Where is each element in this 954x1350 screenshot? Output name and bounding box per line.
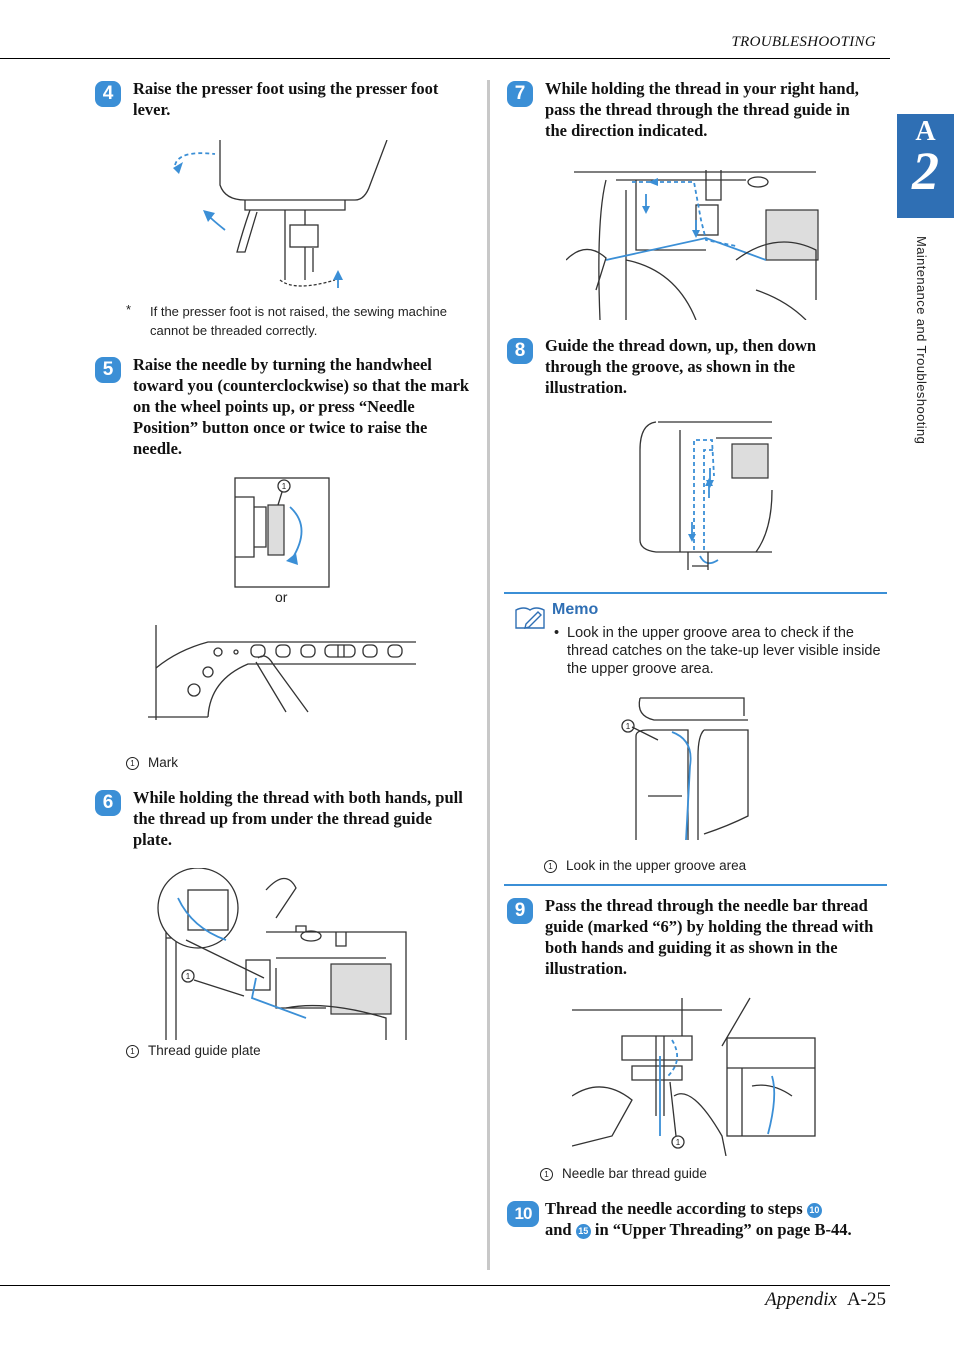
step-text-part: and — [545, 1220, 572, 1239]
column-divider — [487, 80, 490, 1270]
step-text: While holding the thread with both hands… — [133, 788, 463, 849]
presser-foot-illustration — [173, 140, 388, 288]
handwheel-illustration: 1 — [234, 477, 330, 588]
page-number: A-25 — [846, 1289, 886, 1310]
header-rule — [0, 58, 890, 59]
thread-guide-plate-illustration: 1 — [157, 868, 407, 1040]
legend-number: 1 — [540, 1168, 553, 1181]
footer-rule — [0, 1285, 890, 1286]
step-text: Thread the needle according to steps 10 … — [545, 1198, 890, 1240]
step-text: Raise the presser foot using the presser… — [133, 79, 439, 119]
groove-threading-illustration — [639, 421, 773, 570]
memo-title: Memo — [552, 601, 599, 618]
legend-number: 1 — [126, 1045, 139, 1058]
step-text: While holding the thread in your right h… — [545, 79, 859, 140]
page-footer: Appendix A-25 — [765, 1289, 886, 1311]
step-number: 5 — [95, 357, 121, 383]
memo-legend: 1 Look in the upper groove area — [544, 858, 746, 873]
chapter-number: 2 — [912, 141, 939, 201]
step-number: 7 — [507, 81, 533, 107]
step-reference-15[interactable]: 15 — [575, 1224, 591, 1239]
step-text: Guide the thread down, up, then down thr… — [545, 336, 817, 397]
or-label: or — [275, 589, 288, 605]
step-number: 10 — [507, 1201, 539, 1227]
step-reference-10[interactable]: 10 — [806, 1203, 822, 1218]
step-number: 4 — [95, 81, 121, 107]
needle-position-button-illustration — [148, 625, 416, 720]
callout-number: 1 — [282, 482, 287, 491]
step5-legend: 1 Mark — [126, 755, 178, 770]
legend-label: Thread guide plate — [148, 1043, 261, 1058]
legend-label: Needle bar thread guide — [562, 1166, 707, 1181]
step9-legend: 1 Needle bar thread guide — [540, 1166, 707, 1181]
legend-label: Mark — [148, 755, 178, 770]
legend-number: 1 — [126, 757, 139, 770]
note-mark: * — [126, 302, 132, 317]
step-number: 8 — [507, 338, 533, 364]
memo-icon — [515, 607, 545, 629]
needle-bar-guide-illustration: 1 — [572, 997, 816, 1156]
callout-number: 1 — [676, 1138, 681, 1147]
legend-number: 1 — [544, 860, 557, 873]
step-text: Pass the thread through the needle bar t… — [545, 896, 874, 978]
chapter-tab: A 2 — [897, 114, 954, 218]
step-number: 6 — [95, 790, 121, 816]
step-text-part[interactable]: in “Upper Threading” on page B-44. — [594, 1220, 852, 1239]
step-text-part: Thread the needle according to steps — [545, 1199, 803, 1218]
step-number: 9 — [507, 898, 533, 924]
footer-section: Appendix — [765, 1289, 837, 1310]
chapter-letter: A — [915, 116, 936, 147]
upper-groove-illustration: 1 — [621, 697, 749, 841]
callout-number: 1 — [626, 722, 631, 731]
step6-legend: 1 Thread guide plate — [126, 1043, 261, 1058]
legend-label: Look in the upper groove area — [566, 858, 747, 873]
memo-bullet: Look in the upper groove area to check i… — [552, 624, 887, 678]
running-header: TROUBLESHOOTING — [731, 34, 876, 50]
memo-box: Memo Look in the upper groove area to ch… — [504, 592, 887, 886]
callout-number: 1 — [186, 972, 191, 981]
section-label: Maintenance and Troubleshooting — [914, 236, 929, 445]
note-text: If the presser foot is not raised, the s… — [150, 304, 447, 338]
step-text: Raise the needle by turning the handwhee… — [133, 355, 470, 458]
thread-guide-direction-illustration — [566, 170, 819, 320]
